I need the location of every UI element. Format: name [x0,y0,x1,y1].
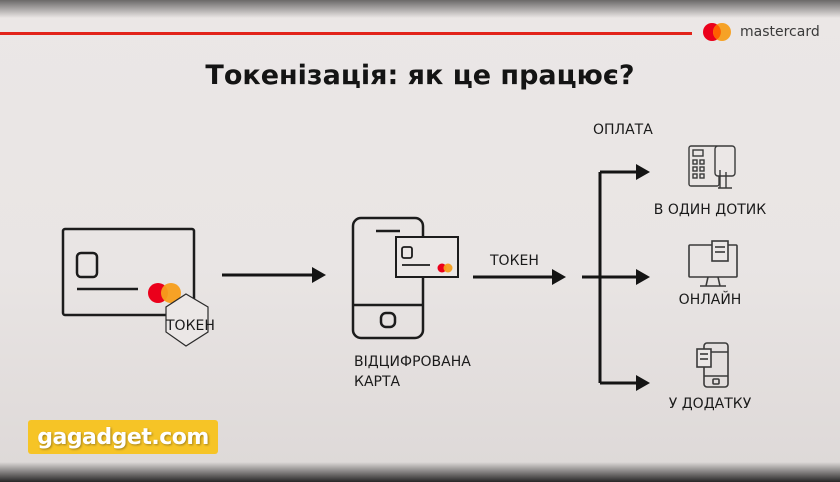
digitized-card-label-line2: КАРТА [354,374,401,390]
watermark-text: gagadget.com [37,424,209,450]
payment-card-icon [61,227,196,317]
token-arrow-label: ТОКЕН [490,253,539,269]
header-accent-line [0,32,692,35]
option-label-one-tap: В ОДИН ДОТИК [653,202,767,218]
digitized-card-label-line1: ВІДЦИФРОВАНА [354,354,471,370]
token-badge-label: ТОКЕН [166,318,215,334]
token-hexagon [165,293,209,347]
slide-title: Токенізація: як це працює? [205,60,635,91]
mastercard-brand: mastercard [700,20,820,44]
mobile-app-icon [696,342,729,388]
arrow-card-to-phone [222,267,326,283]
mastercard-logo-icon [703,23,731,41]
option-label-in-app: У ДОДАТКУ [668,396,752,412]
payment-branch-arrows [582,164,650,391]
top-shadow [0,0,840,18]
pos-terminal-icon [688,145,736,189]
brand-name: mastercard [740,24,820,40]
bottom-shadow [0,462,840,482]
arrow-phone-to-payment [473,269,566,285]
desktop-computer-icon [688,240,738,287]
payment-header: ОПЛАТА [593,122,653,138]
gagadget-watermark: gagadget.com [28,420,218,454]
digitized-card-icon [395,236,459,278]
option-label-online: ОНЛАЙН [678,292,742,308]
